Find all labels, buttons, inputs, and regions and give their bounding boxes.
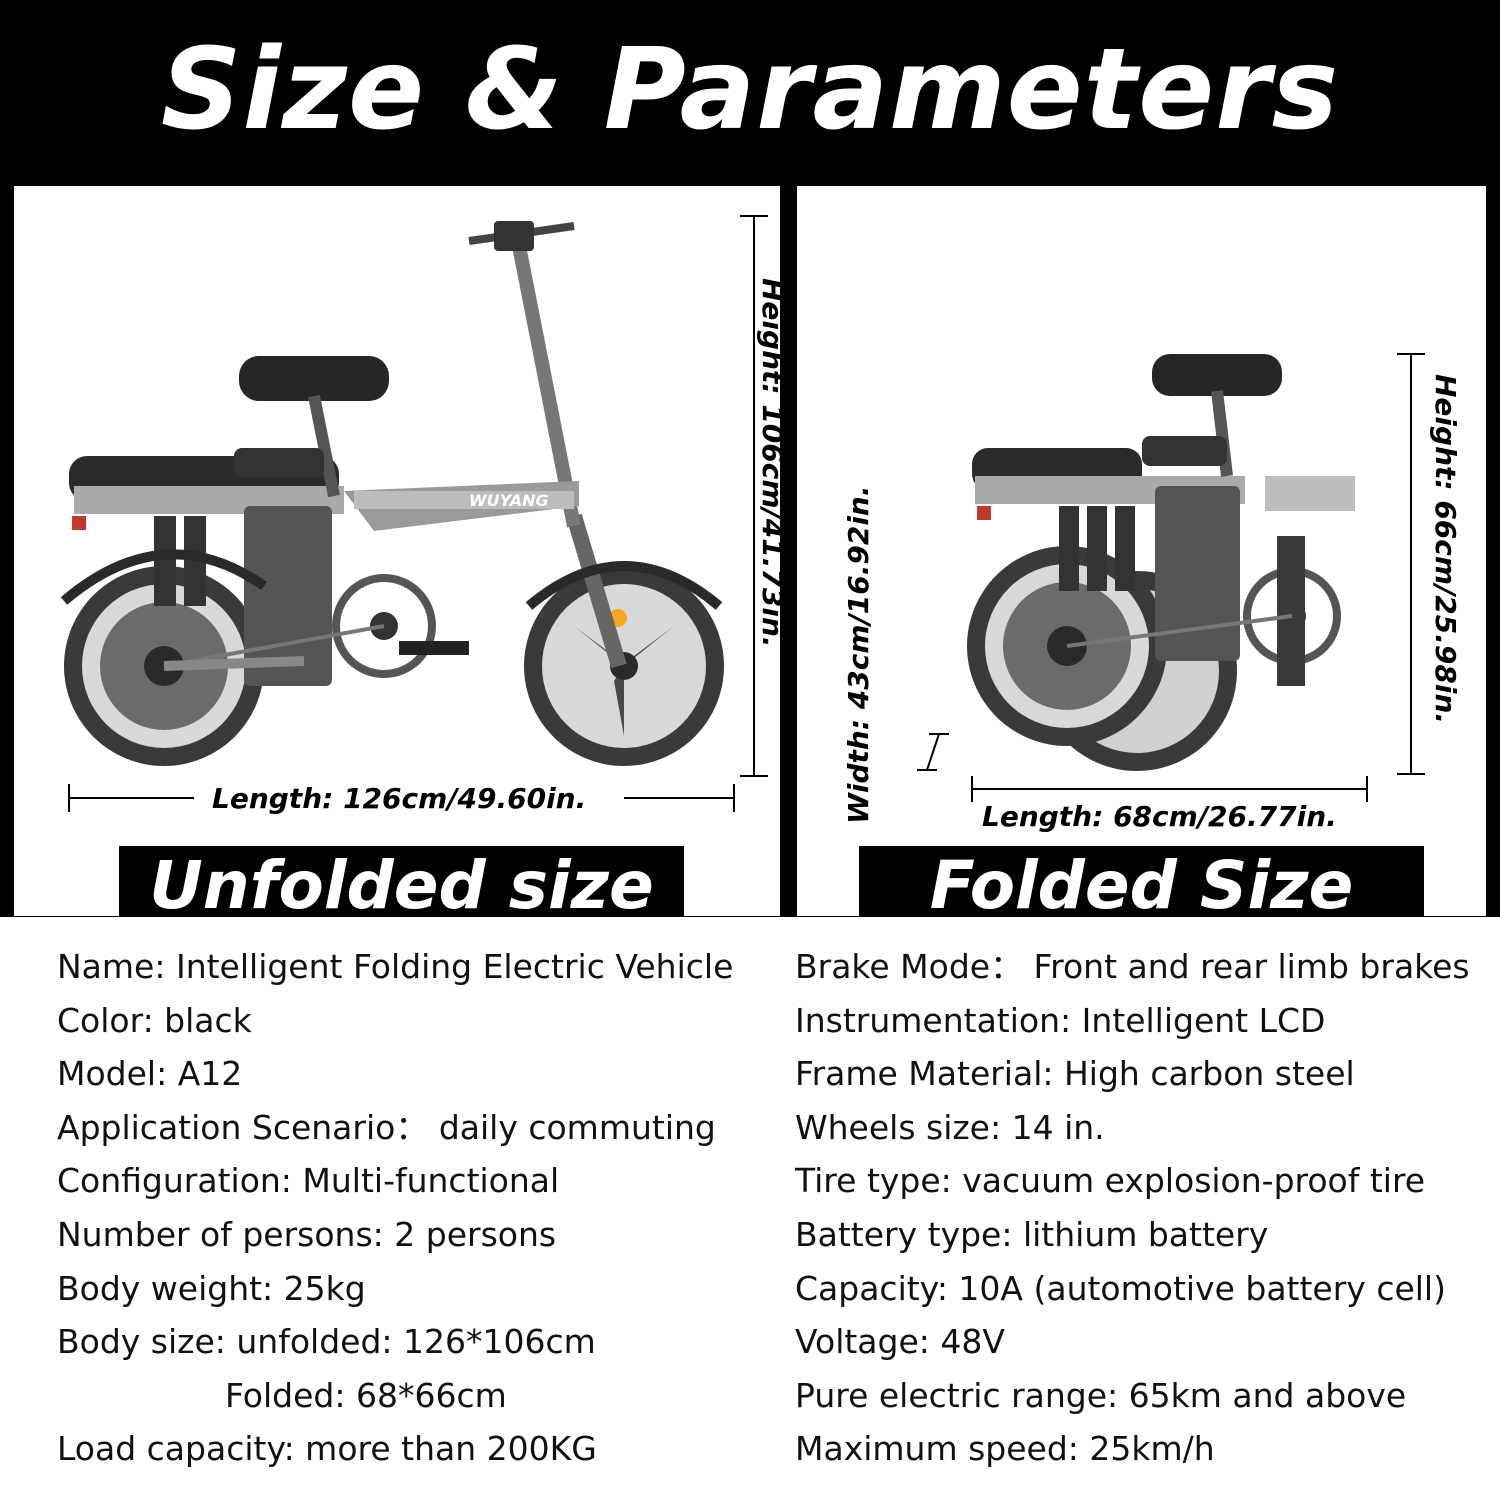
spec-item: Wheels size: 14 in. <box>795 1107 1105 1147</box>
spec-item: Capacity: 10A (automotive battery cell) <box>795 1268 1446 1308</box>
spec-item: Instrumentation: Intelligent LCD <box>795 1000 1326 1040</box>
unfolded-size-label: Unfolded size <box>119 846 684 916</box>
spec-item: Load capacity: more than 200KG <box>57 1429 597 1469</box>
spec-item: Body size: unfolded: 126*106cm <box>57 1322 596 1362</box>
spec-item: Tire type: vacuum explosion-proof tire <box>795 1161 1426 1201</box>
spec-item: Folded: 68*66cm <box>225 1375 507 1415</box>
spec-item: Voltage: 48V <box>795 1322 1005 1362</box>
spec-item: Maximum speed: 25km/h <box>795 1429 1215 1469</box>
folded-length-label: Length: 68cm/26.77in. <box>982 800 1337 833</box>
spec-column-left: Name: Intelligent Folding Electric Vehic… <box>57 947 733 1483</box>
spec-item: Pure electric range: 65km and above <box>795 1375 1407 1415</box>
page-title: Size & Parameters <box>160 25 1340 155</box>
spec-item: Battery type: lithium battery <box>795 1214 1269 1254</box>
unfolded-brand: WUYANG <box>469 491 549 510</box>
unfolded-panel: WUYANG Height: 106cm/41.73in. Length: 12… <box>14 186 780 916</box>
folded-panel: Height: 66cm/25.98in. Width: 43cm/16.92i… <box>797 186 1486 916</box>
spec-item: Model: A12 <box>57 1054 243 1094</box>
spec-item: Name: Intelligent Folding Electric Vehic… <box>57 947 734 986</box>
spec-section: Name: Intelligent Folding Electric Vehic… <box>0 917 1500 1500</box>
spec-item: Configuration: Multi-functional <box>57 1161 560 1201</box>
spec-item: Frame Material: High carbon steel <box>795 1054 1355 1094</box>
spec-item: Body weight: 25kg <box>57 1268 366 1308</box>
spec-item: Color: black <box>57 1000 252 1040</box>
unfolded-height-label: Height: 106cm/41.73in. <box>756 278 780 648</box>
folded-bike-illustration <box>917 353 1425 802</box>
spec-column-right: Brake Mode： Front and rear limb brakes I… <box>795 947 1470 1483</box>
folded-height-label: Height: 66cm/25.98in. <box>1429 374 1462 725</box>
spec-item: Application Scenario： daily commuting <box>57 1107 716 1147</box>
spec-item: Number of persons: 2 persons <box>57 1214 557 1254</box>
folded-width-label: Width: 43cm/16.92in. <box>842 485 875 825</box>
unfolded-bike-illustration <box>60 215 768 812</box>
spec-item: Brake Mode： Front and rear limb brakes <box>795 947 1470 986</box>
folded-size-label: Folded Size <box>859 846 1424 916</box>
unfolded-length-label: Length: 126cm/49.60in. <box>212 782 587 815</box>
